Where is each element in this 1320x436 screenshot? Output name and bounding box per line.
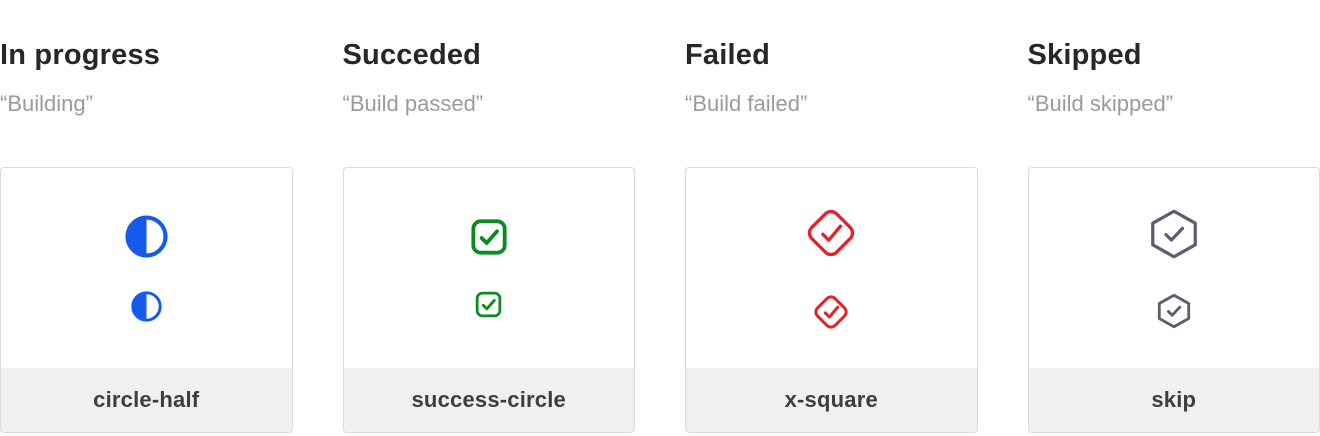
icon-name-label: x-square [686,368,977,432]
icon-card: success-circle [342,167,635,433]
skip-icon-large [1148,208,1200,260]
column-subtitle: “Building” [0,91,93,116]
column-in-progress: In progress “Building” [0,40,293,433]
icon-card: circle-half [0,167,293,433]
success-circle-icon-large [469,217,509,257]
icon-card: x-square [685,167,978,433]
column-subtitle: “Build skipped” [1027,91,1174,116]
column-title: Failed [685,39,770,71]
status-columns-grid: In progress “Building” [0,40,1320,433]
column-subtitle: “Build passed” [342,91,484,116]
icon-card: skip [1027,167,1320,433]
icon-name-label: skip [1028,368,1319,432]
circle-half-icon-large [125,214,168,258]
icon-name-label: success-circle [343,368,634,432]
success-circle-icon-small [474,290,503,319]
column-failed: Failed “Build failed” [685,40,978,433]
column-skipped: Skipped “Build skipped” [1027,39,1320,433]
circle-half-icon-small [131,290,162,322]
icon-name-label: circle-half [1,368,292,432]
column-subtitle: “Build failed” [685,91,808,116]
column-title: Skipped [1027,39,1142,71]
skip-icon-small [1156,293,1192,329]
column-title: Succeded [342,39,482,71]
x-square-icon-small [812,293,850,331]
column-title: In progress [0,39,161,71]
column-succeded: Succeded “Build passed” [342,39,635,433]
x-square-icon-large [804,206,858,260]
